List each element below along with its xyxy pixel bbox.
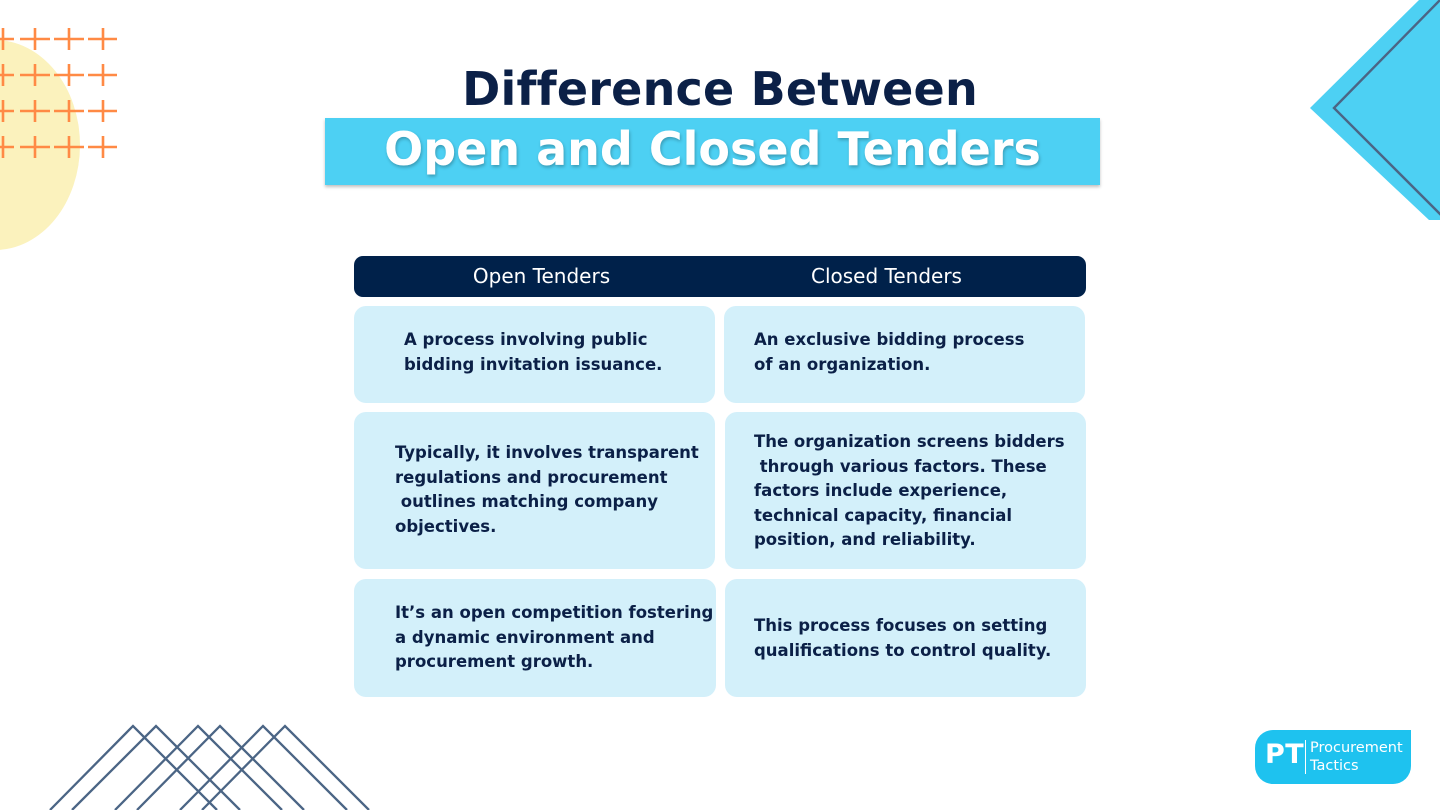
logo-divider	[1305, 740, 1306, 774]
closed-tenders-cell: An exclusive bidding process of an organ…	[724, 306, 1085, 403]
open-tenders-cell: It’s an open competition fostering a dyn…	[354, 579, 716, 697]
decorative-chevron-lines-icon	[49, 724, 370, 810]
column-header-open-tenders: Open Tenders	[472, 264, 611, 288]
logo-initials: PT	[1265, 739, 1305, 770]
page-subtitle: Open and Closed Tenders	[384, 122, 1041, 176]
procurement-tactics-logo: PT Procurement Tactics	[1255, 730, 1411, 784]
decorative-diamond-icon	[1310, 0, 1440, 220]
logo-name: Procurement Tactics	[1310, 740, 1403, 774]
comparison-table-header: Open Tenders Closed Tenders	[354, 256, 1086, 297]
closed-tenders-cell: The organization screens bidders through…	[725, 412, 1086, 569]
page-title: Difference Between	[462, 62, 978, 116]
title-banner: Open and Closed Tenders	[325, 118, 1100, 185]
column-header-closed-tenders: Closed Tenders	[811, 264, 962, 288]
open-tenders-cell: A process involving public bidding invit…	[354, 306, 715, 403]
decorative-plus-grid-icon	[0, 28, 119, 160]
open-tenders-cell: Typically, it involves transparent regul…	[354, 412, 715, 569]
closed-tenders-cell: This process focuses on setting qualific…	[725, 579, 1086, 697]
